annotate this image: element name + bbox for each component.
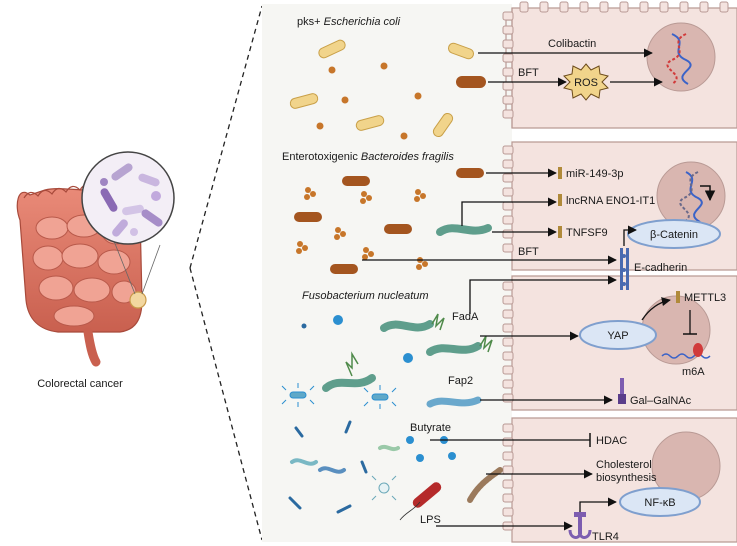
lncrna-bar-icon xyxy=(558,194,562,206)
fnucleatum-title: Fusobacterium nucleatum xyxy=(302,290,429,302)
mir-label: miR-149-3p xyxy=(566,168,623,180)
fada-to-cadherin-arrow xyxy=(469,275,617,314)
bft-label-1: BFT xyxy=(518,67,539,79)
m6a-label: m6A xyxy=(682,366,705,378)
mettl3-bar-icon xyxy=(676,291,680,303)
ros-burst-icon xyxy=(563,63,609,101)
cell-nuclei xyxy=(641,22,726,501)
e-cadherin-icon xyxy=(620,248,629,290)
colibactin-label: Colibactin xyxy=(548,38,596,50)
m6a-mark-icon xyxy=(693,343,703,357)
lncrna-arrow xyxy=(461,197,557,226)
tnfsf9-bar-icon xyxy=(558,226,562,238)
lncrna-label: lncRNA ENO1-IT1 xyxy=(566,195,655,207)
yap-to-mettl3-arrow xyxy=(641,297,671,321)
yap-oval xyxy=(579,320,657,350)
bfragilis-bacteria xyxy=(294,168,484,274)
bfragilis-title: Enterotoxigenic Bacteroides fragilis xyxy=(282,151,454,163)
lps-label: LPS xyxy=(420,514,441,526)
fada-label: FadA xyxy=(452,311,479,323)
rna-strand-icon xyxy=(661,353,711,359)
nfkb-oval xyxy=(619,487,701,517)
dna-helix-icon-2 xyxy=(679,171,716,223)
mir-bar-icon xyxy=(558,167,562,179)
cholesterol-label-2: biosynthesis xyxy=(596,472,657,484)
butyrate-label: Butyrate xyxy=(410,422,451,434)
e-cadherin-label: E-cadherin xyxy=(634,262,687,274)
ecoli-title: pks+ Escherichia coli xyxy=(297,16,401,28)
dna-helix-icon xyxy=(666,33,692,85)
fnucleatum-bacteria xyxy=(281,313,493,409)
magnified-bacteria-circle xyxy=(81,151,175,245)
bfragilis-green-rod xyxy=(436,224,492,236)
beta-catenin-label: β-Catenin xyxy=(650,229,698,241)
ecoli-bacteria xyxy=(289,39,486,140)
cholesterol-label-1: Cholesterol xyxy=(596,459,652,471)
fap2-label: Fap2 xyxy=(448,375,473,387)
yap-label: YAP xyxy=(607,330,628,342)
zoom-guide-top xyxy=(189,5,263,269)
zoom-guide-bottom xyxy=(189,267,263,541)
tlr4-label: TLR4 xyxy=(592,531,619,543)
gal-galnac-icon xyxy=(618,378,626,404)
mettl3-label: METTL3 xyxy=(684,292,726,304)
nfkb-label: NF-κB xyxy=(644,497,675,509)
hdac-label: HDAC xyxy=(596,435,627,447)
mixed-bacteria xyxy=(288,420,503,521)
lumen-background xyxy=(262,4,512,542)
gal-galnac-label: Gal–GalNAc xyxy=(630,395,692,407)
ecadherin-to-catenin-arrow xyxy=(623,225,637,246)
colorectal-cancer-caption: Colorectal cancer xyxy=(37,378,123,390)
ros-label: ROS xyxy=(574,77,598,89)
tumor-icon xyxy=(129,291,147,309)
tlr4-to-nfkb-arrow xyxy=(579,497,617,512)
cell-villi-tops xyxy=(519,1,729,13)
tnfsf9-label: TNFSF9 xyxy=(566,227,608,239)
bft-label-2: BFT xyxy=(518,246,539,258)
tlr4-receptor-icon xyxy=(568,512,592,539)
